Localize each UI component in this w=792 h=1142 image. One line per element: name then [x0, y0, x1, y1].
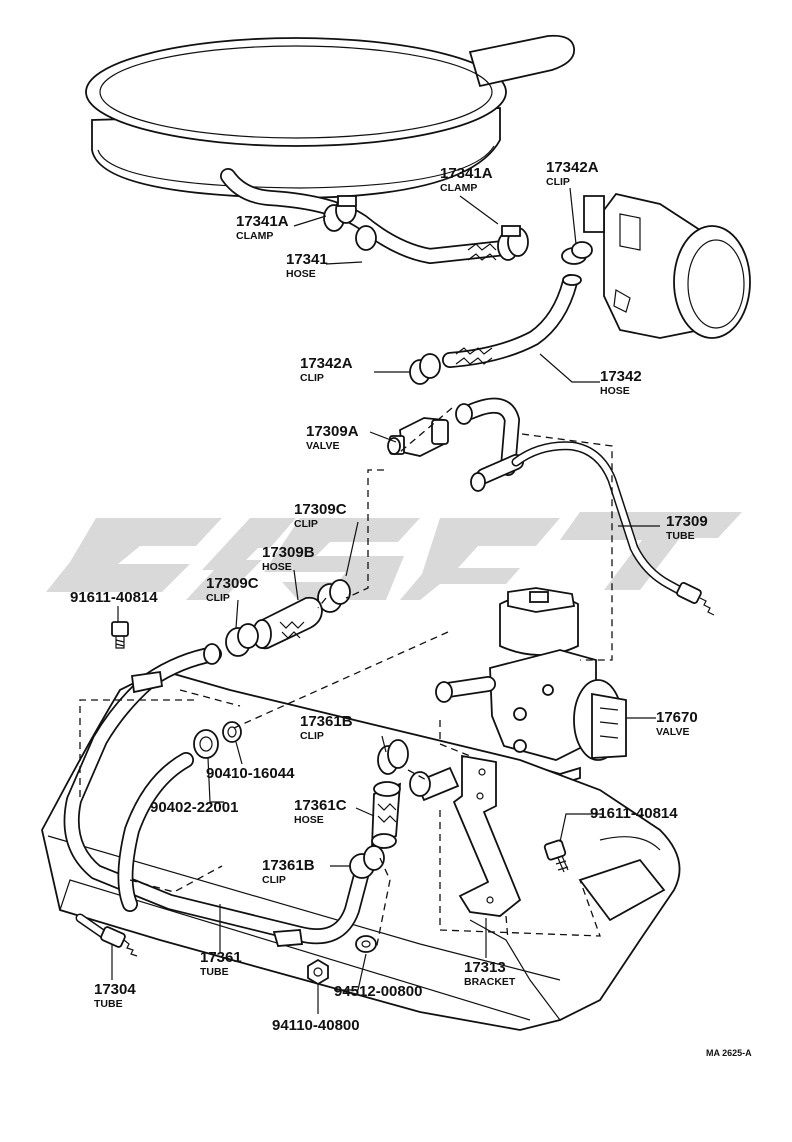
clip-17361b-top — [377, 739, 409, 775]
valve-17670 — [435, 587, 627, 785]
footer-code: MA 2625-A — [706, 1048, 752, 1058]
throttle-body — [583, 192, 751, 339]
label-17670-num: 17670 — [656, 709, 698, 726]
pcv-tube — [117, 752, 194, 912]
assembly-lines — [79, 407, 613, 951]
tube-17304 — [75, 913, 138, 957]
leader-lines — [111, 187, 660, 1014]
label-90402-num: 90402-22001 — [150, 799, 238, 816]
label-90410-num: 90410-16044 — [206, 765, 295, 782]
label-17309b-sub: HOSE — [262, 561, 292, 573]
label-17361b-top-num: 17361B — [300, 713, 353, 730]
hose-17342 — [442, 274, 582, 368]
watermark-logo — [46, 512, 742, 600]
label-94110-num: 94110-40800 — [272, 1017, 360, 1034]
label-17304-num: 17304 — [94, 981, 136, 998]
label-17341a-left-num: 17341A — [236, 213, 289, 230]
clip-17309c-right — [317, 579, 351, 613]
hose-17309b — [252, 596, 323, 650]
grommet-90402 — [193, 729, 219, 759]
label-91611-left-num: 91611-40814 — [70, 589, 158, 606]
bolt-91611-left — [111, 621, 129, 649]
label-17309c-left-num: 17309C — [206, 575, 259, 592]
clip-17309c-left — [225, 623, 259, 657]
label-94512-num: 94512-00800 — [334, 983, 422, 1000]
label-17361b-bot-num: 17361B — [262, 857, 315, 874]
label-17341-sub: HOSE — [286, 268, 316, 280]
label-17341a-left-sub: CLAMP — [236, 230, 273, 242]
label-17361-num: 17361 — [200, 949, 242, 966]
label-17341a-top-sub: CLAMP — [440, 182, 477, 194]
bolt-91611-right — [543, 839, 569, 873]
hose-17361c — [371, 781, 402, 849]
label-17309a-num: 17309A — [306, 423, 359, 440]
tee-fitting — [455, 397, 524, 492]
hose-ring — [355, 225, 377, 251]
tube-17361 — [63, 643, 370, 947]
label-17342-num: 17342 — [600, 368, 642, 385]
label-17309a-sub: VALVE — [306, 440, 339, 452]
label-17342a-mid-sub: CLIP — [300, 372, 324, 384]
label-17670-sub: VALVE — [656, 726, 689, 738]
label-17309c-left-sub: CLIP — [206, 592, 230, 604]
label-17309-num: 17309 — [666, 513, 708, 530]
bracket-17313 — [409, 754, 522, 917]
label-17361b-bot-sub: CLIP — [262, 874, 286, 886]
label-17309-sub: TUBE — [666, 530, 695, 542]
tube-17309 — [511, 441, 715, 616]
air-cleaner — [85, 34, 575, 199]
valve-cover — [41, 669, 681, 1031]
valve-17309a — [387, 417, 449, 457]
label-17304-sub: TUBE — [94, 998, 123, 1010]
label-17342a-top-num: 17342A — [546, 159, 599, 176]
clamp-17341a-right — [497, 225, 529, 261]
label-17361c-sub: HOSE — [294, 814, 324, 826]
label-17313-num: 17313 — [464, 959, 506, 976]
clip-17342a-top — [561, 241, 593, 265]
label-17361b-top-sub: CLIP — [300, 730, 324, 742]
nut-94110 — [307, 958, 329, 986]
clip-17342a-mid — [409, 353, 441, 385]
label-17361-sub: TUBE — [200, 966, 229, 978]
label-17342a-mid-num: 17342A — [300, 355, 353, 372]
label-17342a-top-sub: CLIP — [546, 176, 570, 188]
label-17309c-right-num: 17309C — [294, 501, 347, 518]
label-17313-sub: BRACKET — [464, 976, 516, 988]
label-91611-right-num: 91611-40814 — [590, 805, 678, 822]
label-17309c-right-sub: CLIP — [294, 518, 318, 530]
label-17341a-top-num: 17341A — [440, 165, 493, 182]
grommet-90410 — [222, 721, 242, 743]
clip-17361b-bottom — [349, 845, 385, 879]
label-17341-num: 17341 — [286, 251, 328, 268]
label-17309b-num: 17309B — [262, 544, 315, 561]
label-17342-sub: HOSE — [600, 385, 630, 397]
clamp-17341a-left — [323, 195, 357, 232]
callout-labels: 17341A CLAMP 17342A CLIP 17341A CLAMP 17… — [70, 159, 752, 1058]
washer-94512 — [355, 935, 377, 953]
label-17361c-num: 17361C — [294, 797, 347, 814]
